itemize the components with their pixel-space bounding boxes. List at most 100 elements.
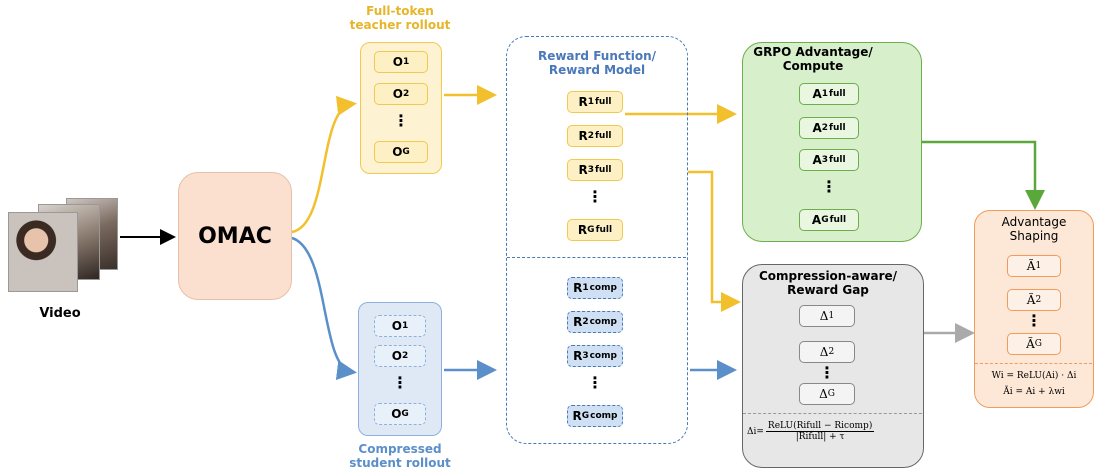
reward-comp-3-base: R: [573, 349, 583, 363]
grpo-adv-g-base: A: [811, 213, 822, 227]
reward-comp-2-sub: 2: [582, 317, 589, 327]
reward-comp-ellipsis: ⋮: [587, 373, 603, 392]
reward-comp-1-sup: comp: [589, 283, 617, 293]
reward-comp-1-base: R: [573, 281, 583, 295]
omac-block: OMAC: [178, 172, 292, 300]
student-title-line2: student rollout: [349, 456, 451, 471]
student-output-2-sub: 2: [401, 351, 409, 361]
reward-comp-g-sup: comp: [590, 411, 618, 421]
student-ellipsis: ⋮: [392, 373, 408, 392]
arrow-grpo-to-shaping: [922, 140, 1045, 210]
student-output-1-sub: 1: [401, 321, 409, 331]
reward-divider: [507, 257, 686, 258]
video-frames: [8, 198, 120, 294]
shaping-title-line1: Advantage: [1001, 215, 1067, 229]
grpo-adv-g-sup: full: [829, 215, 847, 225]
teacher-title-line2: teacher rollout: [349, 18, 451, 33]
shaping-item-2-base: Ã: [1026, 293, 1036, 307]
arrow-reward-to-gap: [688, 170, 741, 312]
reward-full-2-sub: 2: [587, 131, 594, 141]
shaping-item-g-sub: G: [1034, 339, 1042, 349]
reward-full-2-sup: full: [595, 131, 612, 141]
grpo-adv-2-sup: full: [829, 123, 846, 133]
reward-full-ellipsis: ⋮: [587, 187, 603, 206]
gap-divider: [743, 413, 922, 414]
gap-title-line2: Reward Gap: [787, 283, 869, 298]
reward-comp-2-sup: comp: [589, 317, 617, 327]
student-output-g-sub: G: [401, 409, 409, 419]
reward-full-2-base: R: [578, 129, 588, 143]
student-output-g-base: O: [391, 407, 402, 421]
gap-ellipsis: ⋮: [819, 363, 835, 382]
reward-comp-1-sub: 1: [582, 283, 589, 293]
teacher-output-2-base: O: [392, 87, 403, 101]
omac-label: OMAC: [198, 223, 272, 249]
reward-title: Reward Function/ Reward Model: [507, 49, 687, 78]
shaping-item-1-sub: 1: [1035, 261, 1042, 271]
reward-title-line2: Reward Model: [548, 63, 646, 78]
gap-delta-2-sub: 2: [828, 347, 835, 357]
gap-delta-1-base: Δ: [819, 309, 829, 323]
arrow-omac-to-student: [291, 236, 357, 381]
reward-full-g-sup: full: [595, 225, 613, 235]
reward-full-3-base: R: [578, 163, 588, 177]
grpo-adv-2-base: A: [812, 121, 822, 135]
student-title-line1: Compressed: [358, 442, 442, 456]
teacher-output-g-sub: G: [402, 147, 410, 157]
grpo-adv-3-sup: full: [829, 155, 846, 165]
shaping-divider: [975, 363, 1092, 364]
gap-title-line1: Compression-aware/: [758, 269, 898, 283]
gap-formula-denominator: |Rifull| + τ: [795, 432, 845, 442]
reward-full-3-sub: 3: [587, 165, 594, 175]
reward-comp-g-sub: G: [581, 411, 590, 421]
grpo-adv-1-base: A: [812, 87, 822, 101]
gap-title: Compression-aware/ Reward Gap: [743, 269, 913, 298]
shaping-title-line2: Shaping: [1009, 229, 1059, 244]
reward-comp-3-sub: 3: [582, 351, 589, 361]
gap-delta-1-sub: 1: [828, 311, 835, 321]
grpo-ellipsis: ⋮: [821, 177, 837, 196]
reward-title-line1: Reward Function/: [537, 49, 657, 63]
reward-comp-3-sup: comp: [589, 351, 617, 361]
reward-full-3-sup: full: [595, 165, 612, 175]
grpo-adv-1-sup: full: [829, 89, 846, 99]
gap-formula-lhs: Δi=: [747, 426, 764, 437]
shaping-item-1-base: Ã: [1026, 259, 1036, 273]
gap-delta-g-base: Δ: [819, 387, 828, 401]
grpo-adv-3-base: A: [812, 153, 822, 167]
teacher-output-g-base: O: [392, 145, 403, 159]
gap-delta-g-sub: G: [827, 389, 835, 399]
video-label: Video: [39, 306, 81, 321]
grpo-adv-3-sub: 3: [821, 155, 829, 165]
shaping-ellipsis: ⋮: [1026, 311, 1042, 330]
reward-comp-2-base: R: [573, 315, 583, 329]
grpo-adv-1-sub: 1: [821, 89, 829, 99]
gap-formula-fraction: ReLU(Rifull − Ricomp) |Rifull| + τ: [765, 421, 875, 442]
